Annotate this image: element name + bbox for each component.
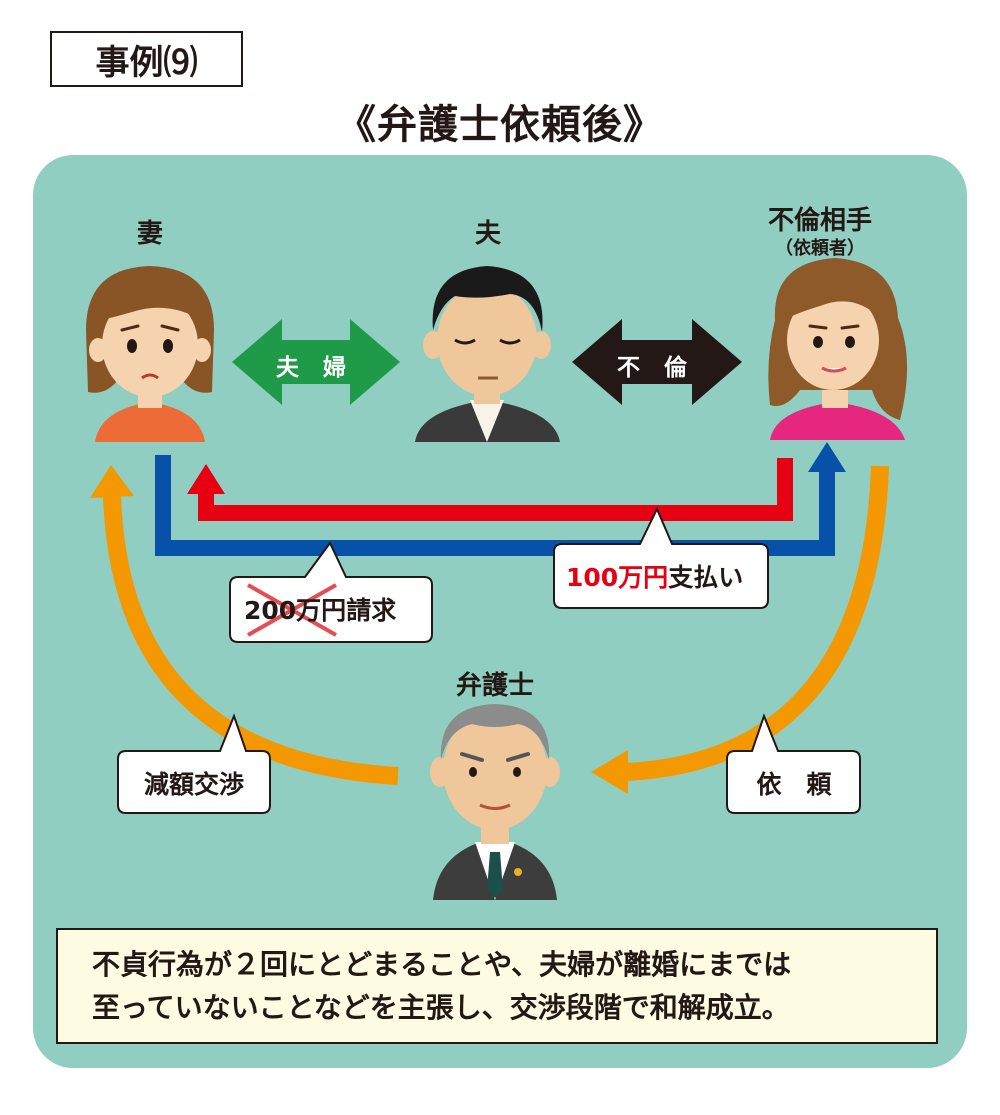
couple-arrow xyxy=(232,319,400,405)
payment-arrow xyxy=(198,458,793,521)
case-number-box: 事例⑼ xyxy=(50,31,243,87)
negotiation-arrow-head xyxy=(90,465,134,498)
negotiation-arrow xyxy=(103,493,399,785)
lawyer-label: 弁護士 xyxy=(455,671,534,701)
payment-suffix: 支払い xyxy=(668,563,744,592)
lawyer-figure xyxy=(430,704,560,900)
partner-note: （依頼者） xyxy=(775,238,865,259)
summary-box: 不貞行為が２回にとどまることや、夫婦が離婚にまでは 至っていないことなどを主張し… xyxy=(56,928,938,1044)
wife-label: 妻 xyxy=(136,219,163,249)
husband-label: 夫 xyxy=(474,219,501,249)
partner-label: 不倫相手 xyxy=(767,206,872,236)
affair-label: 不倫 xyxy=(617,355,711,381)
payment-callout-text: 100万円支払い xyxy=(566,558,766,594)
couple-label: 夫婦 xyxy=(276,355,370,381)
request-arrow-head xyxy=(591,750,628,794)
partner-figure xyxy=(768,258,908,440)
husband-figure xyxy=(415,266,560,442)
payment-arrow-head xyxy=(187,464,225,494)
request-callout xyxy=(726,713,861,814)
page-heading: 《弁護士依頼後》 xyxy=(336,102,664,148)
wife-figure xyxy=(86,266,214,442)
strike-mark xyxy=(247,583,337,637)
request-callout-text: 依 頼 xyxy=(756,770,832,799)
claim-callout-text: 200万円請求 xyxy=(244,591,424,627)
summary-line-2: 至っていないことなどを主張し、交渉段階で和解成立。 xyxy=(92,991,790,1024)
claim-arrow xyxy=(155,455,835,556)
payment-amount: 100万円 xyxy=(566,563,669,592)
negotiation-callout xyxy=(117,713,271,814)
summary-line-1: 不貞行為が２回にとどまることや、夫婦が離婚にまでは xyxy=(92,948,792,981)
payment-callout xyxy=(553,506,769,609)
claim-amount: 200万円 xyxy=(244,596,347,625)
affair-arrow xyxy=(572,319,742,405)
request-arrow xyxy=(624,465,889,781)
case-number-label: 事例⑼ xyxy=(95,42,198,83)
claim-arrow-head xyxy=(808,442,846,472)
negotiation-callout-text: 減額交渉 xyxy=(143,770,244,799)
claim-suffix: 請求 xyxy=(346,596,397,625)
